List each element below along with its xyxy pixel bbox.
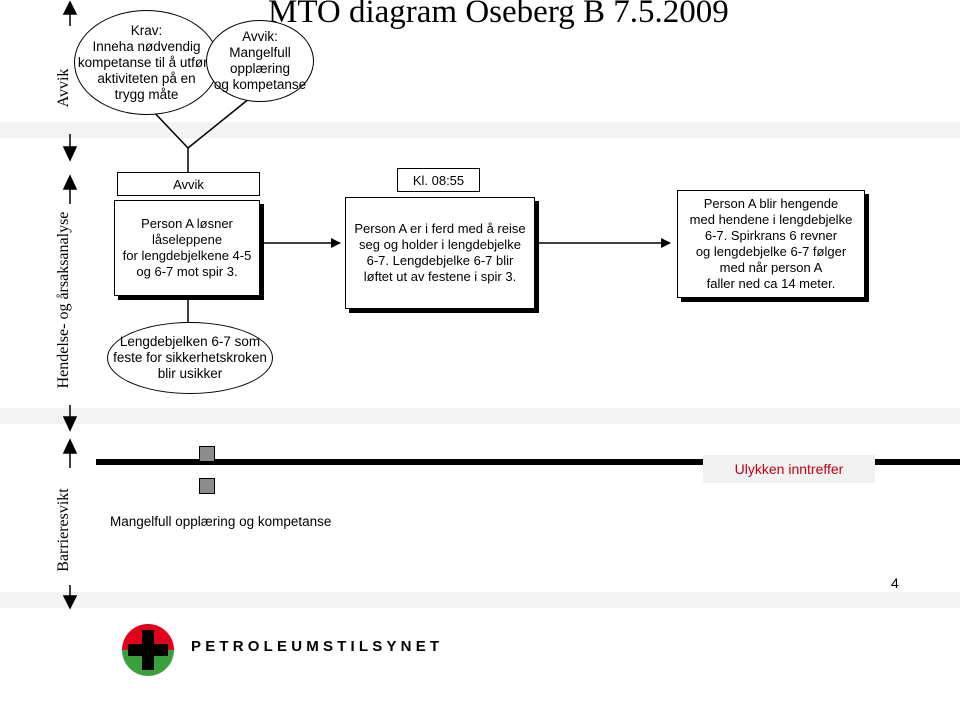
barrier-square-bottom bbox=[199, 478, 215, 494]
event-box-person-henger: Person A blir hengende med hendene i len… bbox=[677, 190, 865, 298]
side-label-barriere: Barrieresvikt bbox=[55, 488, 72, 572]
lower-band bbox=[0, 592, 960, 608]
arrow-up-head bbox=[62, 0, 78, 15]
line-krav bbox=[149, 107, 189, 149]
side-label-avvik: Avvik bbox=[55, 68, 72, 108]
side-arrows bbox=[62, 0, 78, 610]
event-box-person-losner: Person A løsner låseleppene for lengdebj… bbox=[114, 200, 260, 296]
logo-text: PETROLEUMSTILSYNET bbox=[191, 638, 444, 655]
ellipse-avvik-opplaering: Avvik: Mangelfull opplæring og kompetans… bbox=[206, 20, 314, 102]
event-box-person-ferd: Person A er i ferd med å reise seg og ho… bbox=[345, 197, 535, 309]
page-number: 4 bbox=[891, 575, 899, 591]
logo-mark-icon bbox=[122, 624, 174, 676]
barrier-failure-text: Mangelfull opplæring og kompetanse bbox=[110, 514, 332, 529]
ellipse-krav: Krav: Inneha nødvendig kompetanse til å … bbox=[74, 10, 219, 115]
accident-label: Ulykken inntreffer bbox=[703, 455, 875, 483]
avvik-label: Avvik bbox=[117, 172, 260, 196]
time-label: Kl. 08:55 bbox=[397, 168, 480, 192]
ptil-logo bbox=[118, 620, 178, 680]
barrier-square-top bbox=[199, 446, 215, 462]
page-title: MTO diagram Oseberg B 7.5.2009 bbox=[268, 0, 729, 30]
ellipse-lengdebjelken: Lengdebjelken 6-7 som feste for sikkerhe… bbox=[107, 322, 273, 394]
middle-band bbox=[0, 408, 960, 424]
side-label-hendelse: Hendelse- og årsaksanalyse bbox=[55, 211, 72, 389]
top-band bbox=[0, 122, 960, 138]
line-avvik bbox=[187, 97, 251, 149]
